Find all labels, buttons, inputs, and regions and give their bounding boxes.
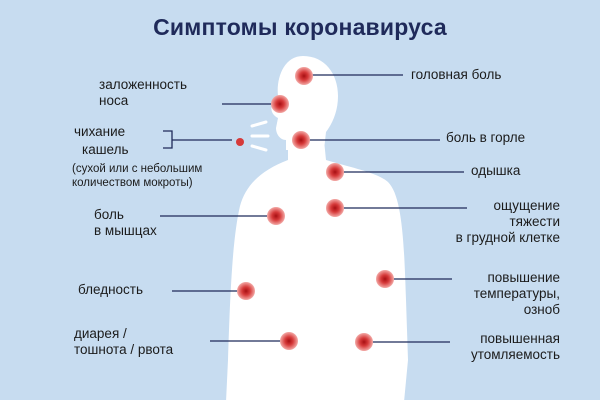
label-line: в грудной клетке [455, 230, 560, 245]
marker-chest [326, 199, 344, 217]
label-line: (сухой или с небольшим [72, 163, 203, 175]
label-fever: повышение температуры, озноб [474, 270, 560, 318]
label-muscle: боль в мышцах [94, 207, 157, 239]
marker-fever [376, 270, 394, 288]
human-silhouette [226, 56, 408, 400]
label-line: чихание [74, 124, 126, 139]
spray-line [250, 144, 268, 152]
spray-line [250, 120, 268, 128]
label-line: ощущение [493, 198, 561, 213]
label-line: количеством мокроты) [72, 177, 193, 189]
label-diarrhea: диарея / тошнота / рвота [74, 326, 173, 358]
label-line: озноб [523, 302, 560, 317]
label-line: бледность [78, 282, 144, 297]
label-line: носа [99, 93, 129, 108]
marker-sneeze-cough [236, 138, 244, 146]
label-line: температуры, [473, 286, 560, 301]
symptom-markers [236, 67, 394, 351]
label-line: в мышцах [94, 223, 157, 238]
label-line: боль в горле [446, 130, 526, 145]
marker-congestion [271, 95, 289, 113]
leader-lines [160, 74, 467, 343]
marker-throat [292, 131, 310, 149]
torso-shape [226, 140, 408, 400]
label-line: одышка [471, 163, 521, 178]
marker-fatigue [355, 333, 373, 351]
label-fatigue: повышенная утомляемость [471, 331, 560, 363]
label-line: заложенность [99, 77, 188, 92]
head-shape [271, 56, 338, 150]
label-chest: ощущение тяжести в грудной клетке [456, 198, 560, 246]
sneeze-spray [250, 120, 270, 152]
label-line: тяжести [509, 214, 560, 229]
label-line: головная боль [411, 67, 502, 82]
marker-dyspnea [326, 163, 344, 181]
marker-headache [295, 67, 313, 85]
label-cough: кашель [82, 142, 129, 158]
marker-diarrhea [280, 332, 298, 350]
label-sneezing: чихание [74, 124, 125, 140]
label-cough-note: (сухой или с небольшим количеством мокро… [72, 162, 202, 190]
label-headache: головная боль [411, 67, 501, 83]
label-line: повышенная [480, 331, 560, 346]
label-line: кашель [82, 142, 129, 157]
page-title: Симптомы коронавируса [153, 14, 447, 40]
label-throat: боль в горле [446, 130, 525, 146]
label-pallor: бледность [78, 282, 143, 298]
sneeze-cough-bracket [163, 130, 232, 149]
label-line: боль [94, 207, 124, 222]
label-congestion: заложенность носа [99, 77, 187, 109]
label-line: тошнота / рвота [74, 342, 174, 357]
label-line: повышение [487, 270, 560, 285]
label-line: утомляемость [470, 347, 560, 362]
marker-muscle [267, 207, 285, 225]
label-dyspnea: одышка [471, 163, 520, 179]
label-line: диарея / [74, 326, 127, 341]
marker-pallor [237, 282, 255, 300]
